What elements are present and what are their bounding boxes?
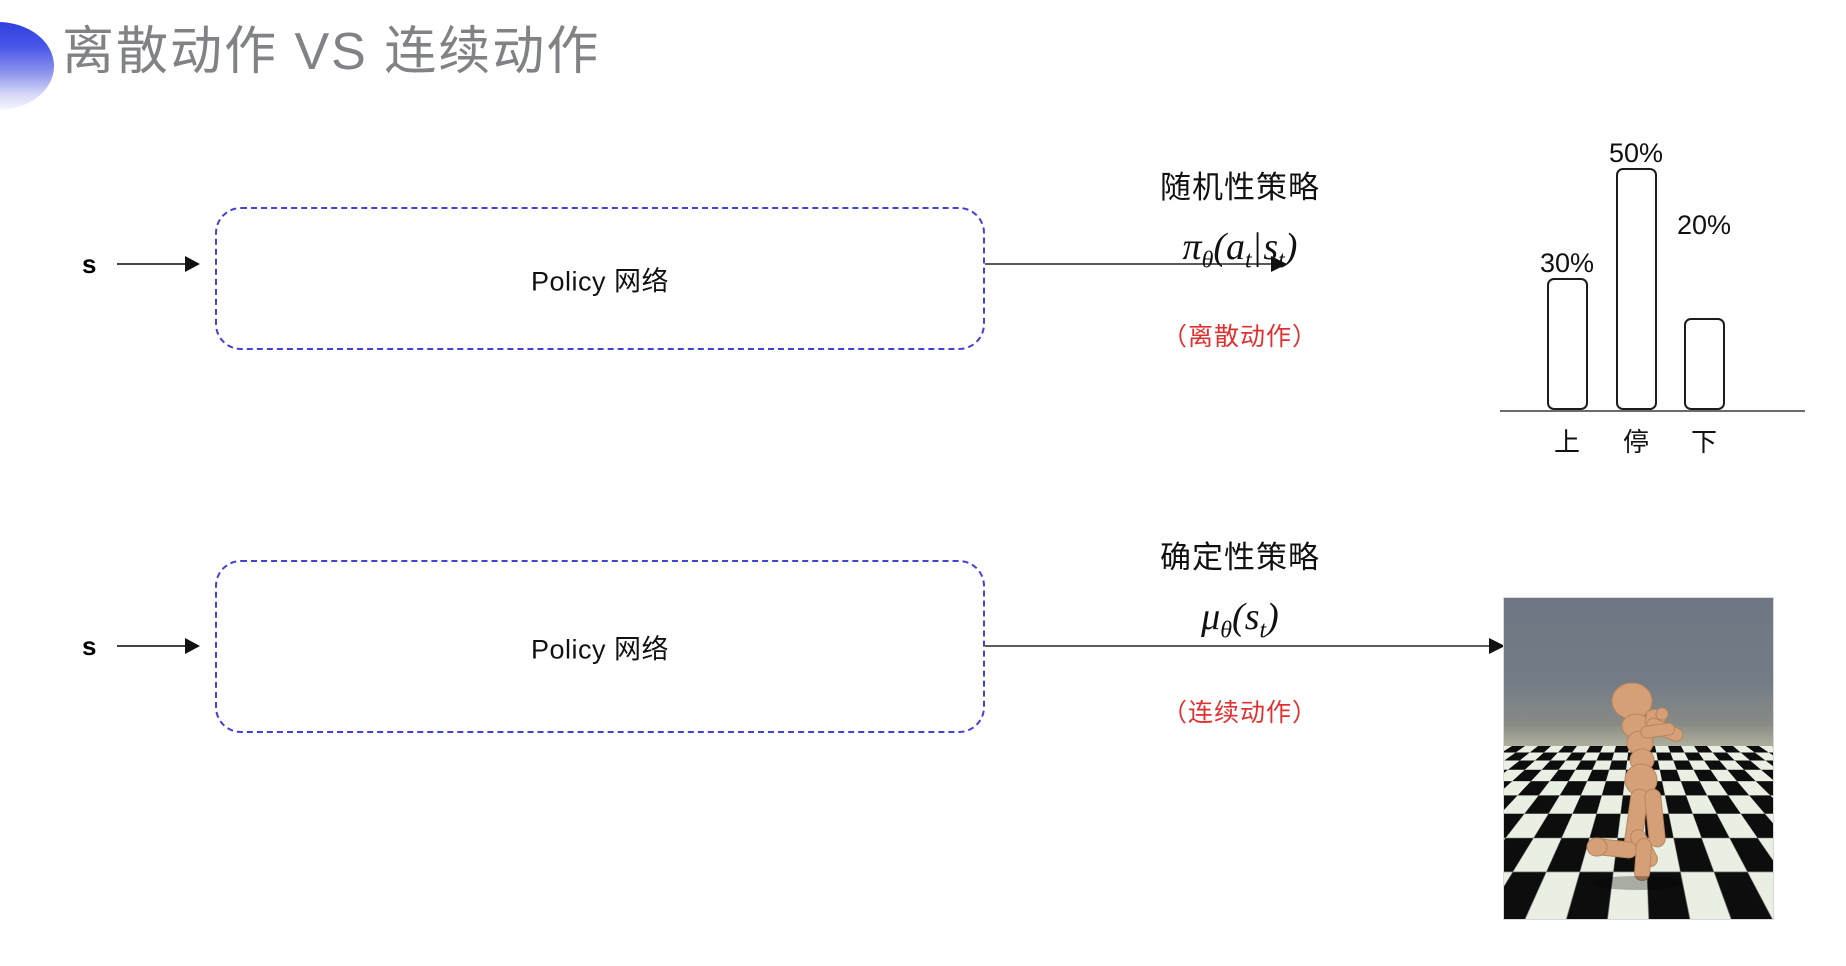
- bar-category-0: 上: [1553, 427, 1580, 457]
- discrete-action-bar-chart: 30% 上 50% 停 20% 下: [1500, 138, 1805, 457]
- formula-conditional-bar: |: [1253, 226, 1262, 268]
- row-discrete-action: s Policy 网络 随机性策略 πθ(at|st) （离散动作） 30% 上: [0, 0, 1846, 480]
- formula-open-paren: (: [1213, 226, 1227, 268]
- formula-theta: θ: [1220, 617, 1233, 644]
- policy-type-label-continuous: 确定性策略: [1160, 540, 1320, 575]
- annotation-discrete: 随机性策略 πθ(at|st) （离散动作）: [1090, 162, 1390, 353]
- output-arrow-discrete: [985, 256, 1287, 272]
- policy-network-label-continuous: Policy 网络: [530, 634, 670, 664]
- input-arrow-head-icon: [185, 256, 200, 272]
- formula-theta: θ: [1201, 247, 1214, 274]
- table-row: [1616, 168, 1657, 410]
- policy-network-label-discrete: Policy 网络: [530, 266, 670, 296]
- humanoid-shadow: [1593, 876, 1681, 890]
- policy-formula-continuous: μθ(st): [1090, 595, 1390, 645]
- input-arrow-head-icon: [185, 638, 200, 654]
- bar-value-2: 20%: [1676, 210, 1732, 240]
- output-arrow-continuous: [985, 638, 1505, 654]
- page-title: 离散动作 VS 连续动作: [62, 23, 601, 81]
- bar-category-2: 下: [1690, 427, 1717, 457]
- output-arrow-line: [985, 645, 1503, 647]
- input-arrow-line: [117, 263, 189, 265]
- formula-close-paren: ): [1284, 226, 1298, 268]
- bar-value-0: 30%: [1539, 248, 1595, 278]
- state-input-label-continuous: s: [82, 631, 97, 661]
- formula-mu: μ: [1201, 596, 1221, 638]
- bar-value-1: 50%: [1608, 138, 1664, 168]
- policy-type-label-discrete: 随机性策略: [1160, 170, 1320, 205]
- action-type-note-continuous: （连续动作）: [1161, 698, 1318, 727]
- output-arrow-head-icon: [1271, 256, 1287, 272]
- formula-pi: π: [1182, 226, 1202, 268]
- output-arrow-line: [985, 263, 1285, 265]
- bar-category-1: 停: [1622, 427, 1649, 457]
- formula-a-subscript: t: [1245, 247, 1252, 274]
- humanoid-simulation-image: [1503, 597, 1774, 920]
- row-continuous-action: s Policy 网络 确定性策略 μθ(st) （连续动作）: [0, 480, 1846, 966]
- policy-formula-discrete: πθ(at|st): [1090, 225, 1390, 275]
- annotation-continuous: 确定性策略 μθ(st) （连续动作）: [1090, 532, 1390, 729]
- formula-s: s: [1244, 596, 1260, 638]
- formula-s-subscript: t: [1259, 617, 1267, 644]
- chart-baseline: [1500, 410, 1805, 412]
- policy-network-box-discrete[interactable]: Policy 网络: [215, 207, 985, 350]
- formula-s-subscript: t: [1278, 247, 1285, 274]
- output-arrow-head-icon: [1489, 638, 1505, 654]
- humanoid-figure-icon: [1586, 682, 1684, 890]
- formula-s: s: [1263, 226, 1279, 268]
- table-row: [1684, 318, 1725, 410]
- formula-close-paren: ): [1266, 596, 1279, 638]
- formula-a: a: [1226, 226, 1246, 268]
- table-row: [1547, 278, 1588, 410]
- state-input-label-discrete: s: [82, 249, 97, 279]
- policy-network-box-continuous[interactable]: Policy 网络: [215, 560, 985, 733]
- formula-open-paren: (: [1232, 596, 1245, 638]
- action-type-note-discrete: （离散动作）: [1161, 322, 1318, 351]
- input-arrow-line: [117, 645, 189, 647]
